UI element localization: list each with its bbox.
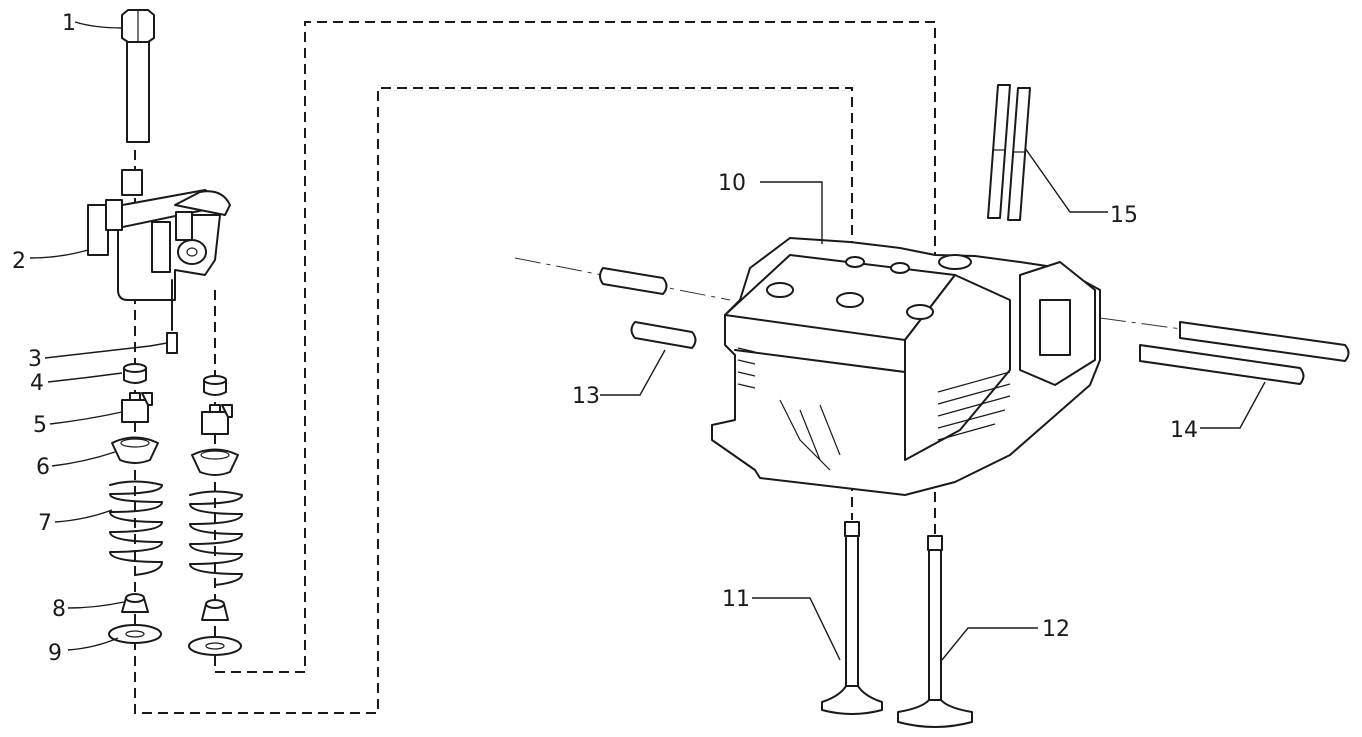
callout-12: 12 <box>1042 617 1070 642</box>
part-rocker-arm-assembly <box>87 169 231 331</box>
part-bolt <box>121 9 155 143</box>
callout-1: 1 <box>62 11 76 36</box>
part-washer <box>108 624 242 656</box>
callout-4: 4 <box>30 371 44 396</box>
callout-8: 8 <box>52 597 66 622</box>
callout-13: 13 <box>572 384 600 409</box>
part-intake-valve <box>821 521 883 715</box>
assembly-path-inner <box>134 87 853 714</box>
part-valve-spring <box>109 480 243 586</box>
part-valve-keeper <box>121 392 233 435</box>
part-dowel-pin <box>599 267 697 349</box>
leader-lines <box>29 21 1266 661</box>
callout-10: 10 <box>718 171 746 196</box>
callout-5: 5 <box>33 413 47 438</box>
part-cylinder-head <box>711 237 1101 496</box>
part-valve-cap <box>123 363 227 396</box>
part-valve-seal <box>121 593 229 621</box>
callout-9: 9 <box>48 641 62 666</box>
assembly-path-outer <box>214 21 936 673</box>
callout-14: 14 <box>1170 418 1198 443</box>
callout-7: 7 <box>38 511 52 536</box>
part-pin <box>166 332 178 354</box>
part-long-rod <box>1139 321 1350 385</box>
part-exhaust-valve <box>897 535 973 728</box>
callout-3: 3 <box>28 347 42 372</box>
callout-labels: 1 2 3 4 5 6 7 8 9 10 11 12 13 14 15 <box>12 11 1198 666</box>
part-spring-retainer <box>111 436 239 476</box>
callout-6: 6 <box>36 455 50 480</box>
callout-15: 15 <box>1110 203 1138 228</box>
part-short-rod <box>987 84 1031 221</box>
callout-11: 11 <box>722 587 750 612</box>
callout-2: 2 <box>12 249 26 274</box>
